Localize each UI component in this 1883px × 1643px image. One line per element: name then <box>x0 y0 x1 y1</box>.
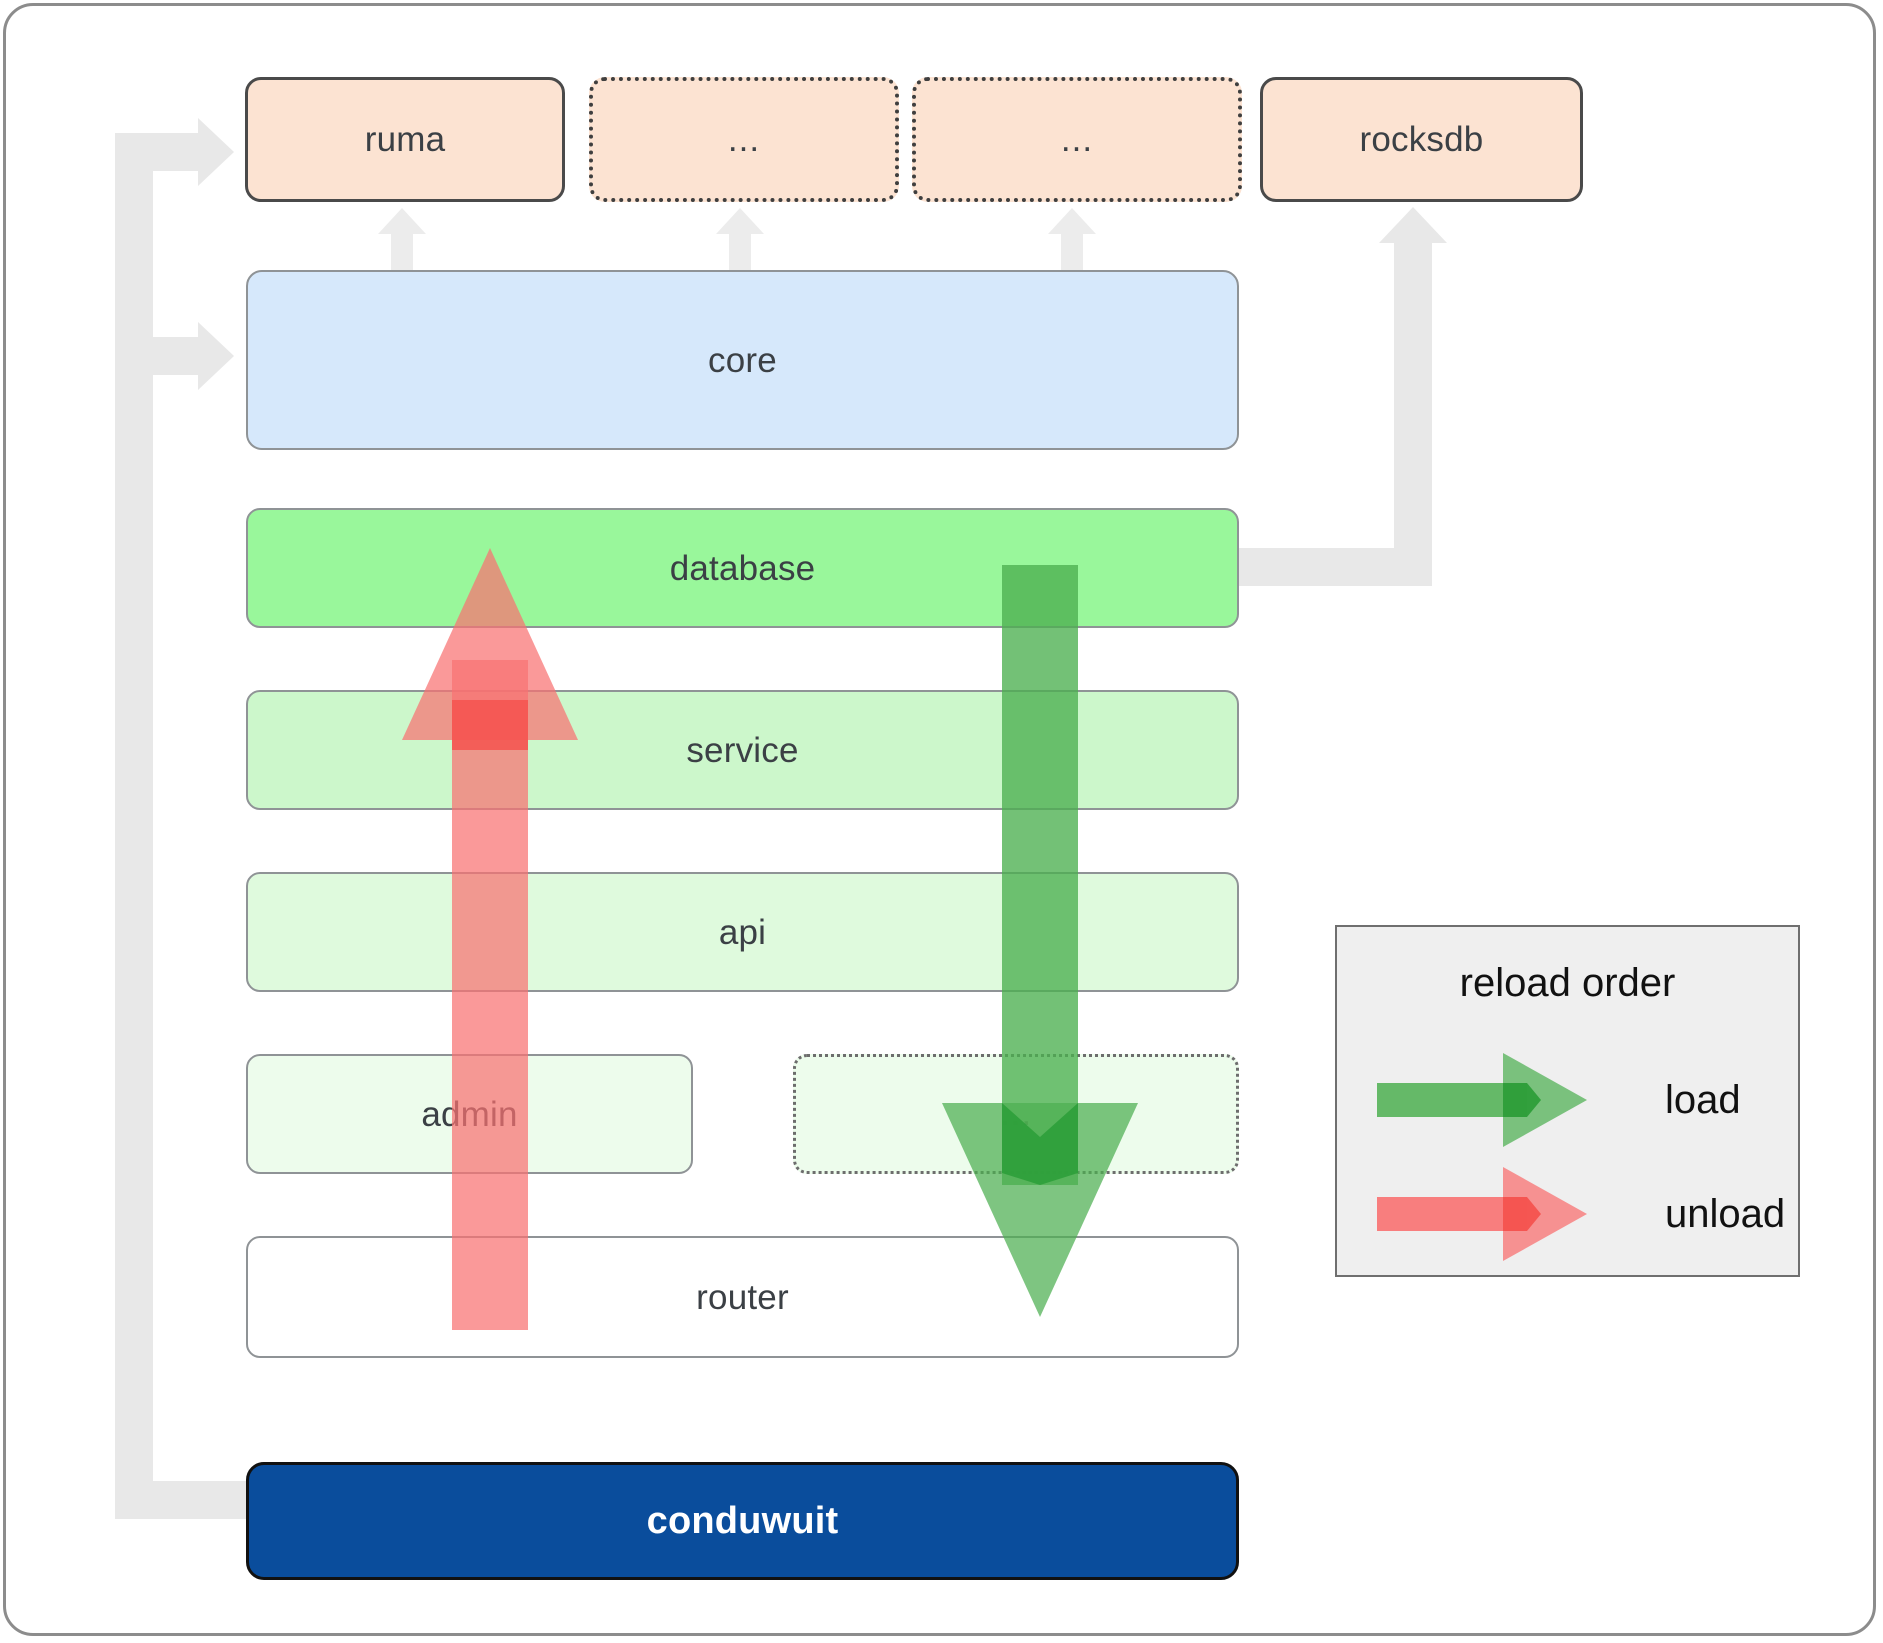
legend-title: reload order <box>1459 961 1676 1005</box>
connector-db-to-rocksdb-arrow <box>1379 207 1447 243</box>
node-api[interactable]: api <box>246 872 1239 992</box>
diagram-frame <box>3 3 1876 1636</box>
connector-db-to-rocksdb-vertical <box>1394 243 1432 586</box>
legend-unload-arrow-icon <box>1377 1159 1607 1269</box>
connector-db-to-rocksdb-horizontal <box>1238 548 1413 586</box>
node-rocksdb-label: rocksdb <box>1359 120 1484 159</box>
node-service-label: service <box>686 730 799 770</box>
connector-to-core-stem <box>115 337 200 375</box>
legend-load-label: load <box>1665 1077 1741 1122</box>
node-conduwuit-label: conduwuit <box>646 1500 839 1542</box>
legend-unload-label: unload <box>1665 1191 1786 1236</box>
legend-row-unload: unload <box>1377 1159 1785 1269</box>
node-api-label: api <box>718 912 767 952</box>
riser-core-to-ruma <box>378 208 426 270</box>
node-layer-dots-label: ... <box>999 1094 1033 1134</box>
legend-row-load: load <box>1377 1045 1741 1155</box>
node-ruma[interactable]: ruma <box>245 77 565 202</box>
connector-to-ruma-arrow <box>198 118 234 186</box>
node-layer-dots[interactable]: ... <box>793 1054 1239 1174</box>
legend-panel: reload order load unload <box>1335 925 1800 1277</box>
node-core-label: core <box>708 340 777 380</box>
node-admin[interactable]: admin <box>246 1054 693 1174</box>
node-conduwuit[interactable]: conduwuit <box>246 1462 1239 1580</box>
connector-to-core-arrow <box>198 322 234 390</box>
node-dep-dots-1[interactable]: ... <box>589 77 899 202</box>
node-ruma-label: ruma <box>364 120 446 159</box>
legend-load-arrow-icon <box>1377 1045 1607 1155</box>
node-database[interactable]: database <box>246 508 1239 628</box>
node-dep-dots-2[interactable]: ... <box>912 77 1242 202</box>
riser-core-to-dots-2 <box>1048 208 1096 270</box>
node-admin-label: admin <box>421 1094 518 1134</box>
node-router[interactable]: router <box>246 1236 1239 1358</box>
node-rocksdb[interactable]: rocksdb <box>1260 77 1583 202</box>
connector-to-conduwuit <box>115 1481 250 1519</box>
node-dep-dots-2-label: ... <box>1060 119 1094 159</box>
node-router-label: router <box>696 1277 789 1317</box>
connector-to-ruma-stem <box>115 133 200 171</box>
riser-core-to-dots-1 <box>716 208 764 270</box>
node-database-label: database <box>669 548 816 588</box>
node-service[interactable]: service <box>246 690 1239 810</box>
node-core[interactable]: core <box>246 270 1239 450</box>
node-dep-dots-1-label: ... <box>727 119 761 159</box>
